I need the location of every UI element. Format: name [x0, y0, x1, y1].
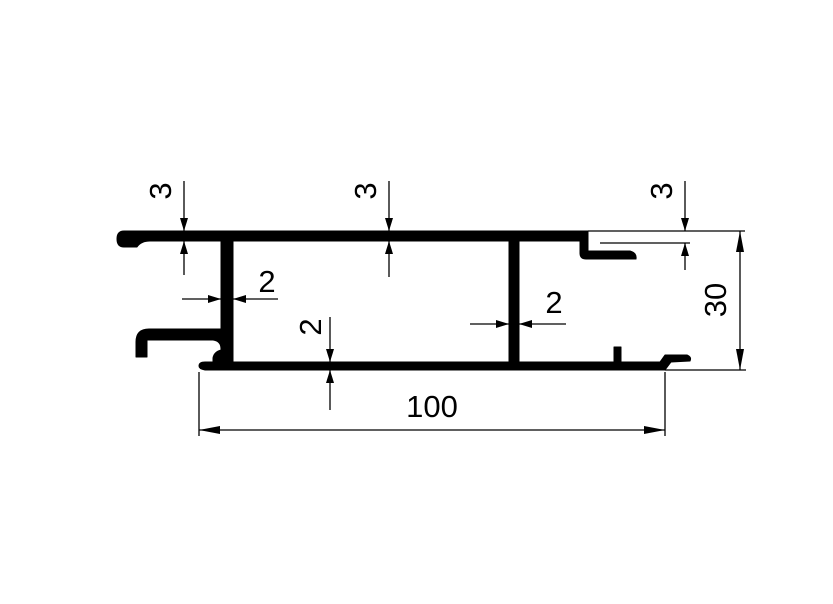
left-hook — [135, 328, 228, 366]
dim-label-left-web: 2 — [258, 264, 275, 299]
dim-overall-width: 100 — [198, 372, 666, 436]
dim-label-top-center: 3 — [348, 182, 383, 199]
aluminium-profile — [116, 230, 692, 371]
dim-top-center-thickness: 3 — [348, 181, 393, 277]
left-web — [220, 239, 234, 366]
dim-label-top-right: 3 — [644, 182, 679, 199]
bottom-flange — [198, 354, 692, 371]
center-web — [508, 239, 520, 366]
dim-left-web-thickness: 2 — [182, 264, 278, 303]
dim-label-overall-height: 30 — [698, 283, 733, 317]
top-right-lip — [579, 240, 637, 260]
left-foot — [212, 349, 234, 364]
bottom-right-upstand — [613, 346, 622, 363]
dim-overall-height: 30 — [665, 231, 746, 371]
dim-top-left-thickness: 3 — [143, 181, 188, 275]
dim-label-overall-width: 100 — [406, 389, 458, 424]
dim-top-right-thickness: 3 — [588, 181, 745, 270]
dim-label-bottom-flange: 2 — [293, 318, 328, 335]
dim-label-top-left: 3 — [143, 182, 178, 199]
dim-label-center-web: 2 — [545, 285, 562, 320]
dim-bottom-flange-thickness: 2 — [293, 317, 334, 410]
top-flange — [116, 230, 589, 248]
dim-center-web-thickness: 2 — [470, 285, 566, 328]
